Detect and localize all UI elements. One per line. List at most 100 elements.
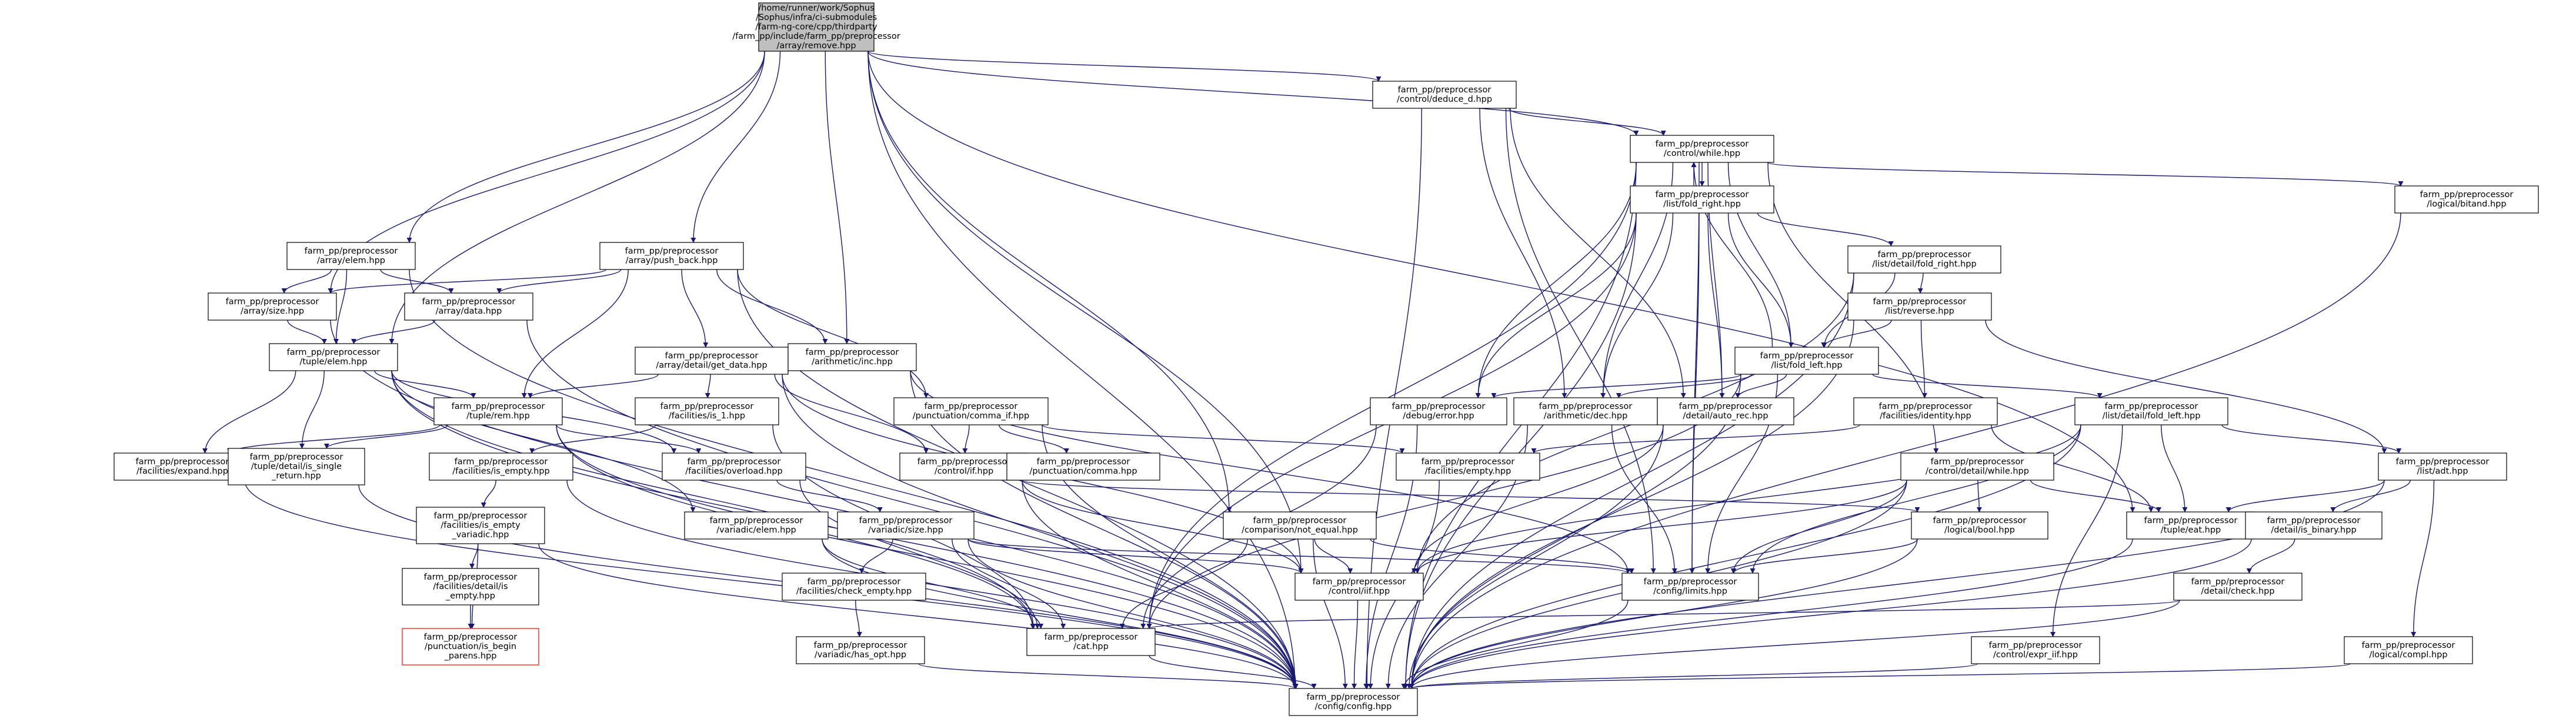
node-array-detail-get-data[interactable]: farm_pp/preprocessor/array/detail/get_da… — [635, 347, 789, 375]
include-edge — [287, 320, 327, 344]
node-variadic-size[interactable]: farm_pp/preprocessor/variadic/size.hpp — [837, 511, 975, 540]
include-edge — [1313, 538, 1348, 689]
node-label-line: farm_pp/preprocessor — [1760, 351, 1854, 361]
include-edge — [1750, 424, 2081, 574]
include-edge — [538, 543, 1298, 689]
node-tuple-elem[interactable]: farm_pp/preprocessor/tuple/elem.hpp — [269, 343, 398, 371]
node-detail-auto-rec[interactable]: farm_pp/preprocessor/detail/auto_rec.hpp — [1657, 397, 1794, 425]
node-tuple-eat[interactable]: farm_pp/preprocessor/tuple/eat.hpp — [2126, 511, 2255, 540]
node-facilities-detail-is-empty[interactable]: farm_pp/preprocessor/facilities/detail/i… — [402, 568, 539, 605]
node-label-line: farm_pp/preprocessor — [455, 457, 548, 467]
node-facilities-check-empty[interactable]: farm_pp/preprocessor/facilities/check_em… — [782, 573, 926, 601]
node-logical-bitand[interactable]: farm_pp/preprocessor/logical/bitand.hpp — [2394, 185, 2539, 214]
node-logical-compl[interactable]: farm_pp/preprocessor/logical/compl.hpp — [2344, 636, 2473, 664]
node-label-line: farm_pp/preprocessor — [807, 577, 901, 587]
node-control-expr-iif[interactable]: farm_pp/preprocessor/control/expr_iif.hp… — [1971, 636, 2100, 664]
node-label-line: farm_pp/preprocessor — [688, 457, 781, 467]
include-edge — [855, 600, 862, 637]
node-control-while[interactable]: farm_pp/preprocessor/control/while.hpp — [1630, 135, 1774, 163]
node-arithmetic-inc[interactable]: farm_pp/preprocessor/arithmetic/inc.hpp — [788, 343, 917, 371]
node-label-line: /logical/compl.hpp — [2369, 650, 2447, 660]
node-facilities-expand[interactable]: farm_pp/preprocessor/facilities/expand.h… — [114, 453, 251, 481]
node-config-limits[interactable]: farm_pp/preprocessor/config/limits.hpp — [1621, 573, 1759, 601]
node-label-line: farm_pp/preprocessor — [710, 516, 803, 525]
node-list-detail-fold-right[interactable]: farm_pp/preprocessor/list/detail/fold_ri… — [1847, 245, 2001, 274]
include-edge — [1411, 424, 1664, 574]
node-facilities-empty[interactable]: farm_pp/preprocessor/facilities/empty.hp… — [1396, 453, 1540, 481]
node-box — [2074, 397, 2228, 425]
node-control-iif[interactable]: farm_pp/preprocessor/control/iif.hpp — [1294, 573, 1424, 601]
include-edge — [1409, 320, 1854, 689]
node-comparison-not-equal[interactable]: farm_pp/preprocessor/comparison/not_equa… — [1223, 511, 1377, 540]
node-label-line: /config/config.hpp — [1315, 702, 1392, 711]
include-edge — [2221, 424, 2402, 454]
include-edge — [822, 538, 1298, 689]
node-box — [1657, 397, 1794, 425]
node-label-line: farm_pp/preprocessor — [424, 573, 518, 582]
node-facilities-overload[interactable]: farm_pp/preprocessor/facilities/overload… — [662, 453, 806, 481]
include-edge — [867, 51, 1298, 689]
node-tuple-detail-is-single-return[interactable]: farm_pp/preprocessor/tuple/detail/is_sin… — [228, 448, 365, 485]
include-edge — [1414, 480, 1907, 574]
node-detail-is-binary[interactable]: farm_pp/preprocessor/detail/is_binary.hp… — [2245, 511, 2383, 540]
node-list-reverse[interactable]: farm_pp/preprocessor/list/reverse.hpp — [1847, 292, 1992, 321]
node-box — [1630, 185, 1774, 214]
node-tuple-rem[interactable]: farm_pp/preprocessor/tuple/rem.hpp — [433, 397, 563, 425]
include-edge — [2225, 480, 2385, 513]
node-label-line: /facilities/is_empty.hpp — [452, 467, 550, 476]
node-box — [1847, 292, 1992, 321]
node-control-deduce-d[interactable]: farm_pp/preprocessor/control/deduce_d.hp… — [1372, 81, 1517, 109]
node-arithmetic-dec[interactable]: farm_pp/preprocessor/arithmetic/dec.hpp — [1513, 397, 1658, 425]
include-edge — [299, 370, 325, 449]
node-box — [1621, 573, 1759, 601]
node-array-push-back[interactable]: farm_pp/preprocessor/array/push_back.hpp — [599, 242, 744, 270]
node-facilities-is-1[interactable]: farm_pp/preprocessor/facilities/is_1.hpp — [635, 397, 779, 425]
node-facilities-is-empty[interactable]: farm_pp/preprocessor/facilities/is_empty… — [429, 453, 573, 481]
include-edge — [2050, 424, 2123, 637]
node-label-line: /list/reverse.hpp — [1885, 307, 1954, 316]
node-array-size[interactable]: farm_pp/preprocessor/array/size.hpp — [208, 292, 337, 321]
node-variadic-has-opt[interactable]: farm_pp/preprocessor/variadic/has_opt.hp… — [796, 636, 925, 664]
node-logical-bool[interactable]: farm_pp/preprocessor/logical/bool.hpp — [1911, 511, 2048, 540]
node-control-detail-while[interactable]: farm_pp/preprocessor/control/detail/whil… — [1900, 453, 2054, 481]
node-list-fold-left[interactable]: farm_pp/preprocessor/list/fold_left.hpp — [1734, 347, 1879, 375]
node-punctuation-comma[interactable]: farm_pp/preprocessor/punctuation/comma.h… — [1006, 453, 1160, 481]
node-list-detail-fold-left[interactable]: farm_pp/preprocessor/list/detail/fold_le… — [2074, 397, 2228, 425]
node-label-line: farm_pp/preprocessor — [1392, 402, 1486, 411]
node-root[interactable]: /home/runner/work/Sophus/Sophus/infra/ci… — [732, 2, 900, 52]
node-config-config[interactable]: farm_pp/preprocessor/config/config.hpp — [1289, 688, 1418, 716]
node-label-line: /tuple/rem.hpp — [466, 411, 530, 421]
node-label-line: /control/deduce_d.hpp — [1397, 95, 1492, 104]
node-box — [1370, 397, 1507, 425]
node-box — [2344, 636, 2473, 664]
node-box — [635, 397, 779, 425]
node-label-line: /detail/auto_rec.hpp — [1683, 411, 1768, 421]
include-edge — [330, 320, 1298, 689]
node-cat[interactable]: farm_pp/preprocessor/cat.hpp — [1026, 628, 1156, 656]
node-variadic-elem[interactable]: farm_pp/preprocessor/variadic/elem.hpp — [684, 511, 829, 540]
node-facilities-identity[interactable]: farm_pp/preprocessor/facilities/identity… — [1853, 397, 1998, 425]
node-detail-check[interactable]: farm_pp/preprocessor/detail/check.hpp — [2173, 573, 2303, 601]
include-edge — [1370, 538, 1634, 574]
node-array-elem[interactable]: farm_pp/preprocessor/array/elem.hpp — [286, 242, 416, 270]
node-list-fold-right[interactable]: farm_pp/preprocessor/list/fold_right.hpp — [1630, 185, 1774, 214]
node-punctuation-comma-if[interactable]: farm_pp/preprocessor/punctuation/comma_i… — [893, 397, 1049, 425]
include-edge — [1735, 374, 1787, 398]
include-edge — [2330, 480, 2411, 513]
node-label-line: /farm_pp/include/farm_pp/preprocessor — [732, 32, 900, 41]
node-debug-error[interactable]: farm_pp/preprocessor/debug/error.hpp — [1370, 397, 1507, 425]
node-label-line: /variadic/has_opt.hpp — [815, 650, 906, 660]
node-label-line: farm_pp/preprocessor — [287, 348, 381, 357]
node-box — [837, 511, 975, 540]
node-box — [228, 448, 365, 485]
node-label-line: farm_pp/preprocessor — [1656, 190, 1749, 199]
node-label-line: /comparison/not_equal.hpp — [1242, 525, 1358, 535]
include-edge — [1022, 480, 1298, 689]
node-punctuation-is-begin-parens[interactable]: farm_pp/preprocessor/punctuation/is_begi… — [402, 628, 539, 666]
node-label-line: _parens.hpp — [444, 651, 497, 661]
node-facilities-is-empty-variadic[interactable]: farm_pp/preprocessor/facilities/is_empty… — [416, 507, 545, 544]
node-label-line: farm_pp/preprocessor — [1253, 516, 1347, 525]
include-edge — [1531, 424, 1860, 454]
node-array-data[interactable]: farm_pp/preprocessor/array/data.hpp — [404, 292, 533, 321]
node-list-adt[interactable]: farm_pp/preprocessor/list/adt.hpp — [2378, 453, 2507, 481]
